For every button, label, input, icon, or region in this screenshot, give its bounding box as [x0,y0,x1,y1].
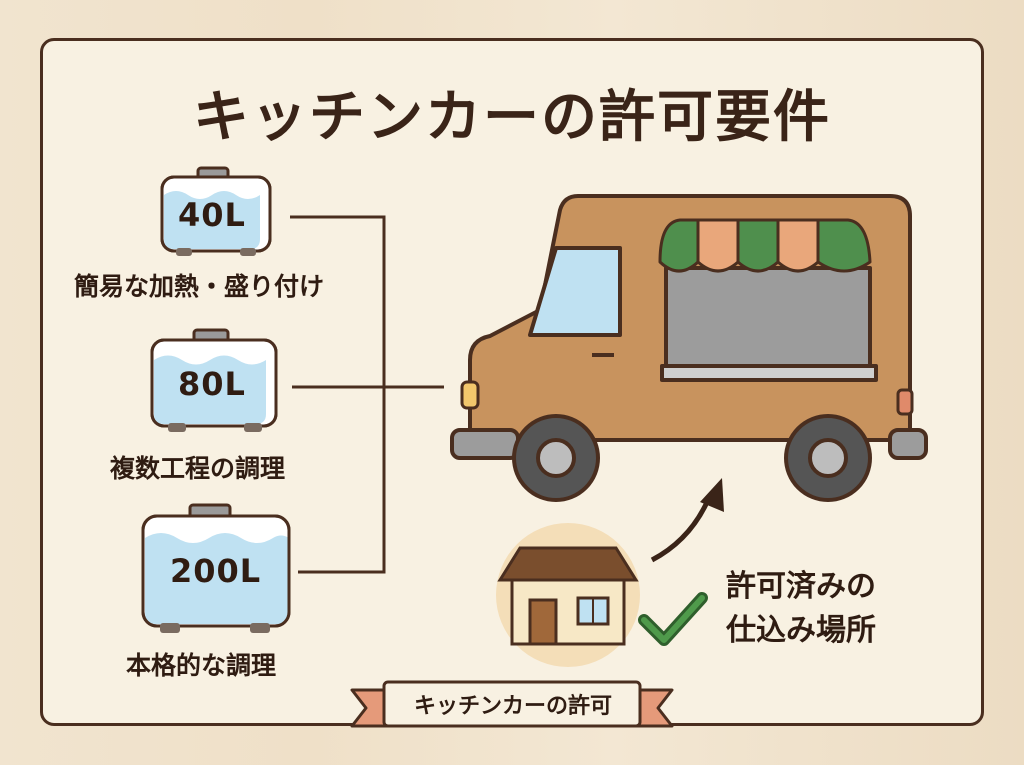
page-title: キッチンカーの許可要件 [193,85,831,150]
tank-80l-capacity: 80L [178,365,246,403]
prep-place-line1: 許可済みの [726,569,876,604]
prep-place-label: 許可済みの 仕込み場所 [726,565,876,653]
arrow-to-van-icon [650,478,724,563]
prep-facility-house-icon [496,523,640,667]
tank-80l-label: 複数工程の調理 [110,454,286,483]
tank-200l-label: 本格的な調理 [126,651,277,680]
water-tank-40l-icon [160,166,272,256]
tank-40l-capacity: 40L [178,196,246,234]
ribbon-banner [350,680,674,728]
water-tank-200l-icon [141,503,291,633]
ribbon-text: キッチンカーの許可 [413,694,612,719]
tank-40l-label: 簡易な加熱・盛り付け [74,272,325,301]
water-tank-80l-icon [150,328,278,432]
connector-lines [290,215,444,574]
prep-place-line2: 仕込み場所 [726,613,876,648]
kitchen-car-van-icon [450,194,928,502]
tank-200l-capacity: 200L [170,552,262,590]
